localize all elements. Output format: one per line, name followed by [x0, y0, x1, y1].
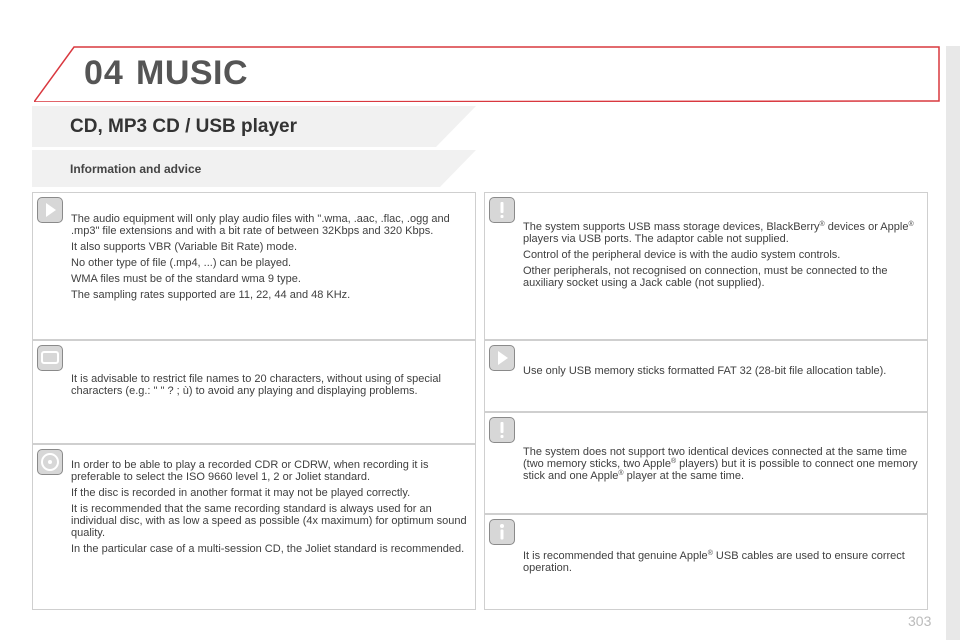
paragraph: No other type of file (.mp4, ...) can be… — [71, 257, 292, 269]
disc-icon — [37, 449, 63, 475]
text-part: The system does not support two identica… — [523, 446, 907, 470]
paragraph: WMA files must be of the standard wma 9 … — [71, 273, 301, 285]
text-part: USB cables are used to ensure correct op… — [523, 550, 905, 574]
paragraph: In the particular case of a multi-sessio… — [71, 543, 465, 555]
chapter-header: 04 MUSIC — [34, 46, 940, 102]
note-box-file-names: It is advisable to restrict file names t… — [32, 340, 476, 444]
paragraph: The system supports USB mass storage dev… — [523, 221, 919, 245]
triangle-note-icon — [489, 345, 515, 371]
note-box-fat32: Use only USB memory sticks formatted FAT… — [484, 340, 928, 412]
warning-text: The system does not support two identica… — [523, 446, 919, 486]
paragraph: It is recommended that the same recordin… — [71, 503, 467, 539]
note-text: The audio equipment will only play audio… — [71, 213, 467, 305]
paragraph: It also supports VBR (Variable Bit Rate)… — [71, 241, 298, 253]
paragraph: The system does not support two identica… — [523, 446, 919, 482]
text-part: players) but it is possible to connect o… — [523, 458, 918, 482]
note-text: Use only USB memory sticks formatted FAT… — [523, 365, 919, 381]
paragraph: Control of the peripheral device is with… — [523, 249, 841, 261]
text-part: players via USB ports. The adaptor cable… — [523, 233, 789, 245]
info-box-apple-cables: It is recommended that genuine Apple® US… — [484, 514, 928, 610]
text-part: The system supports USB mass storage dev… — [523, 221, 820, 233]
text-part: player at the same time. — [623, 470, 745, 482]
note-text: It is advisable to restrict file names t… — [71, 373, 467, 401]
chapter-title: MUSIC — [136, 54, 249, 92]
note-text: In order to be able to play a recorded C… — [71, 459, 467, 559]
triangle-note-icon — [37, 197, 63, 223]
warning-text: The system supports USB mass storage dev… — [523, 221, 919, 293]
registered-mark: ® — [707, 550, 713, 557]
text-part: It is recommended that genuine Apple — [523, 550, 708, 562]
paragraph: If the disc is recorded in another forma… — [71, 487, 411, 499]
chapter-number: 04 — [84, 54, 124, 92]
warning-icon — [489, 417, 515, 443]
note-box-disc-recording: In order to be able to play a recorded C… — [32, 444, 476, 610]
registered-mark: ® — [908, 221, 914, 228]
registered-mark: ® — [819, 221, 825, 228]
paragraph: The audio equipment will only play audio… — [71, 213, 450, 237]
paragraph: The sampling rates supported are 11, 22,… — [71, 289, 351, 301]
info-icon — [489, 519, 515, 545]
section-subtitle: Information and advice — [70, 162, 202, 176]
paragraph: Other peripherals, not recognised on con… — [523, 265, 888, 289]
section-title: CD, MP3 CD / USB player — [70, 116, 297, 137]
warning-icon — [489, 197, 515, 223]
page-number: 303 — [908, 613, 932, 629]
paragraph: It is advisable to restrict file names t… — [71, 373, 441, 397]
paragraph: Use only USB memory sticks formatted FAT… — [523, 365, 887, 377]
paragraph: It is recommended that genuine Apple® US… — [523, 550, 919, 574]
warning-box-usb-devices: The system supports USB mass storage dev… — [484, 192, 928, 340]
registered-mark: ® — [618, 470, 624, 477]
paragraph: In order to be able to play a recorded C… — [71, 459, 429, 483]
registered-mark: ® — [670, 458, 677, 465]
page-edge-bar — [946, 46, 960, 640]
section-title-bar: CD, MP3 CD / USB player — [32, 106, 476, 148]
text-part: devices or Apple — [824, 221, 909, 233]
screen-icon — [37, 345, 63, 371]
note-box-file-formats: The audio equipment will only play audio… — [32, 192, 476, 340]
chapter-tab-shape — [34, 46, 940, 102]
warning-box-identical-devices: The system does not support two identica… — [484, 412, 928, 514]
subtitle-bar: Information and advice — [32, 150, 476, 188]
info-text: It is recommended that genuine Apple® US… — [523, 550, 919, 578]
